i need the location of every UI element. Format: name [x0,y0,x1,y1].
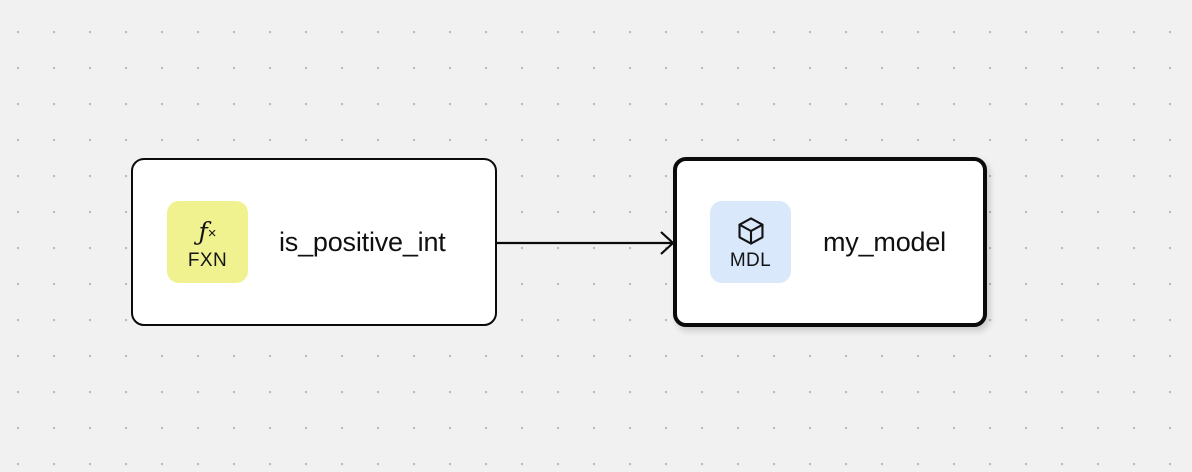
cube-box-icon-svg [737,217,764,245]
fx-glyph-main: ƒ [198,216,208,246]
node-type-badge-mdl: MDL [710,201,791,283]
cube-box-icon [735,214,767,248]
node-title: is_positive_int [279,226,446,257]
node-type-label: FXN [187,250,228,271]
edge-fxn-to-mdl[interactable] [497,231,675,255]
node-title: my_model [823,226,946,257]
node-type-badge-fxn: ƒ× FXN [167,201,248,283]
node-my-model[interactable]: MDL my_model [673,157,987,327]
node-is-positive-int[interactable]: ƒ× FXN is_positive_int [131,158,497,326]
fx-glyph-sub: × [207,224,217,242]
node-type-label: MDL [729,250,772,271]
function-fx-icon: ƒ× [198,214,216,248]
edge-arrowhead-icon [660,231,675,255]
